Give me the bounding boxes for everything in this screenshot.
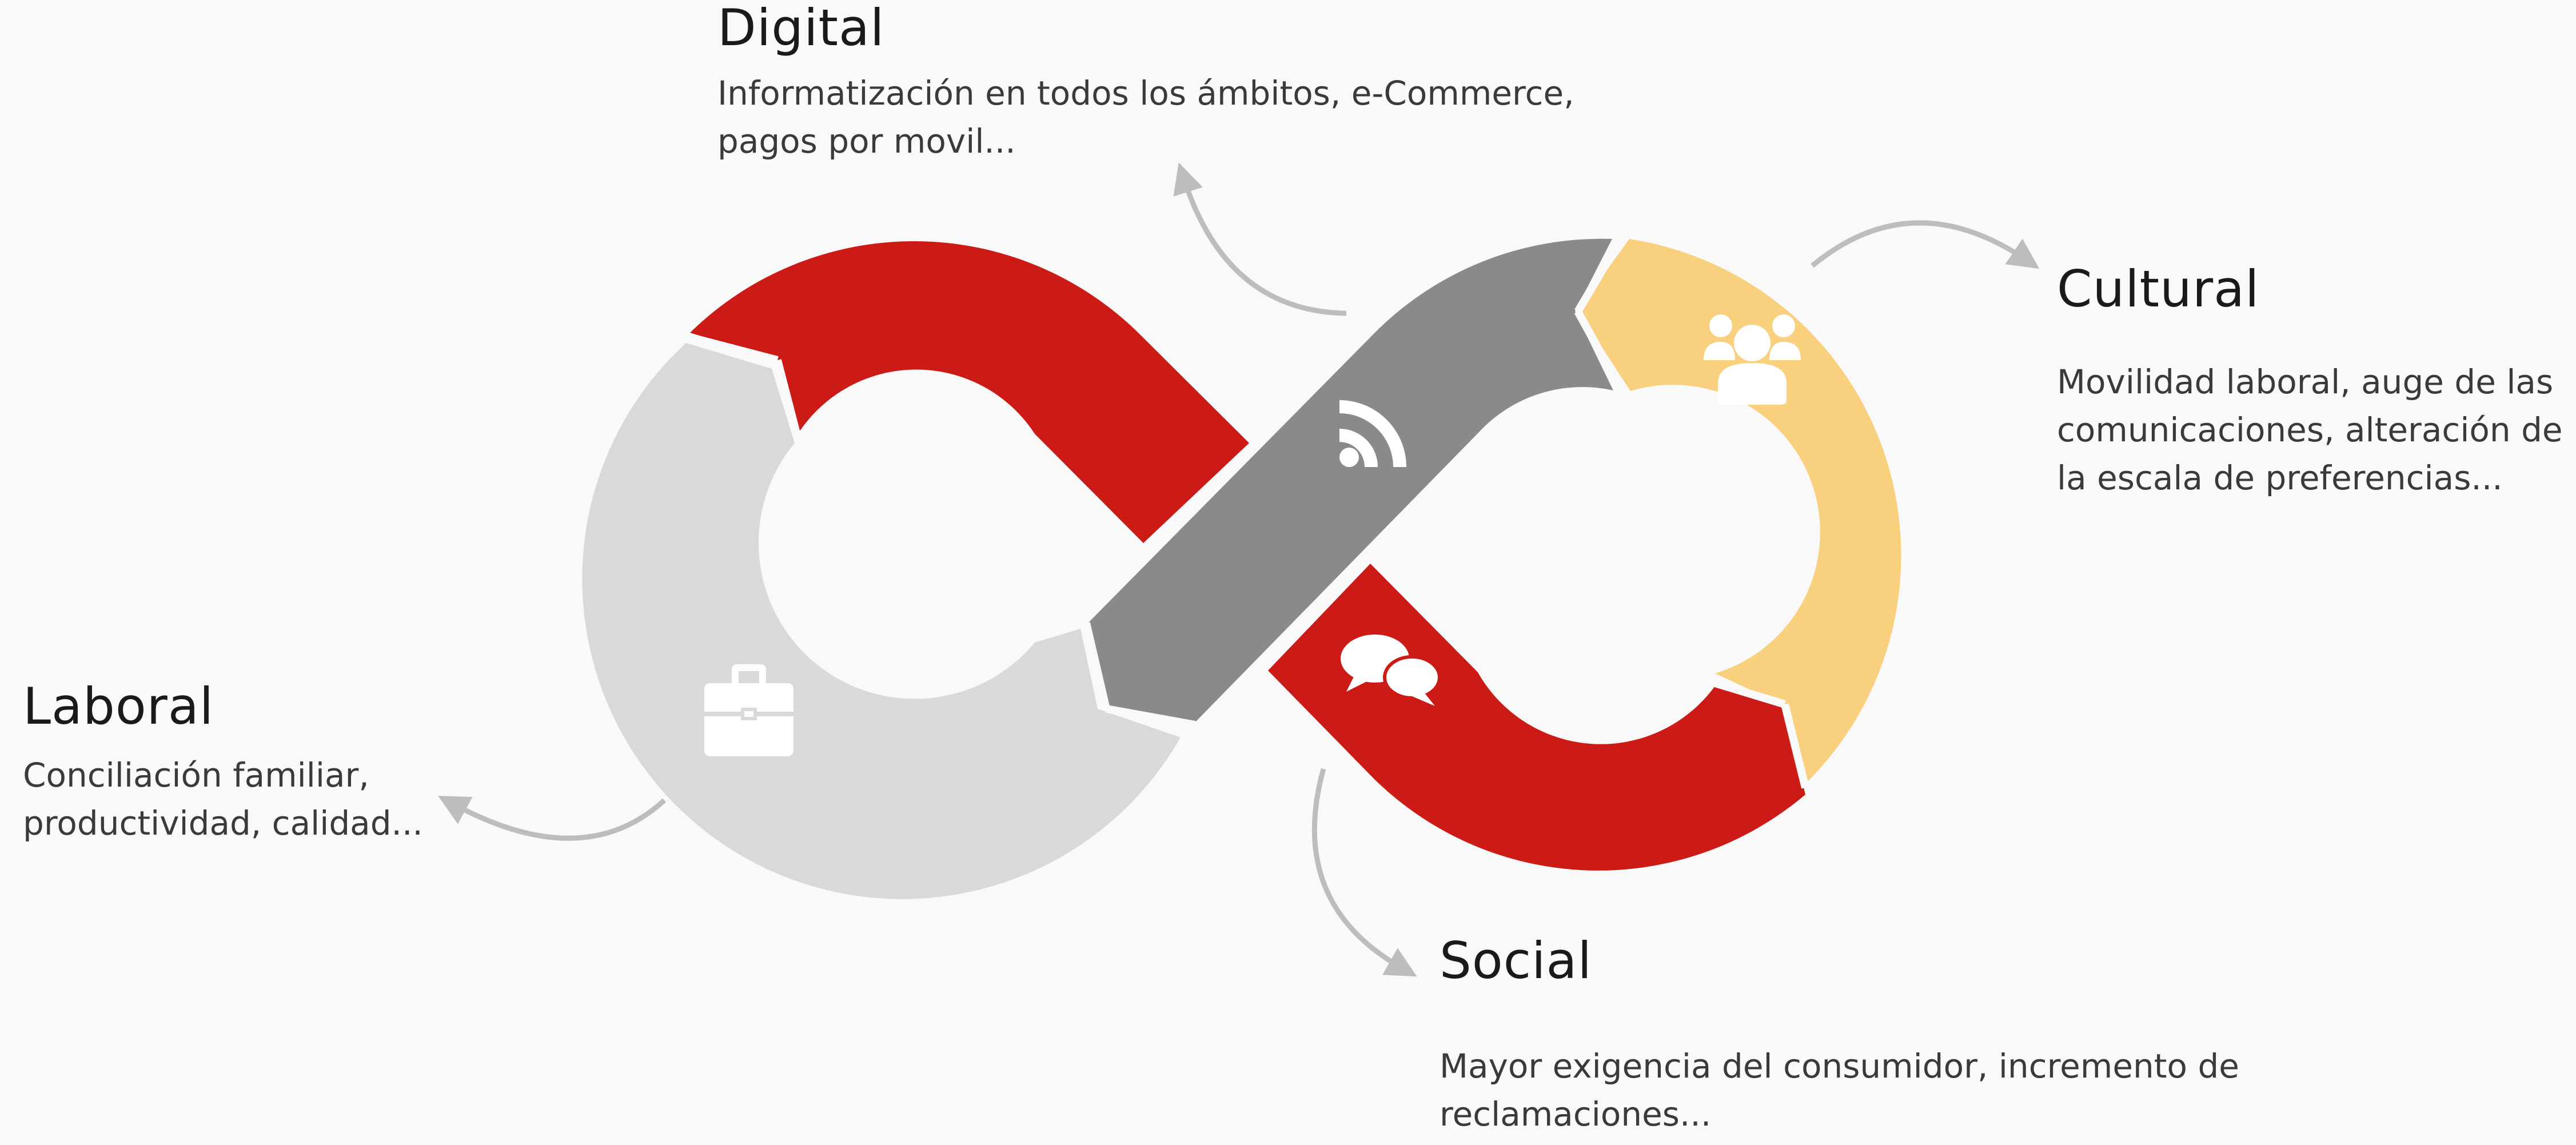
segment-social [1268, 564, 1805, 871]
social-title: Social [1439, 931, 1592, 990]
segment-laboral [582, 343, 1181, 899]
social-block: Social Mayor exigencia del consumidor, i… [1439, 932, 2239, 1138]
laboral-desc: Conciliación familiar, productividad, ca… [23, 756, 423, 843]
cultural-title: Cultural [2057, 260, 2260, 318]
cultural-desc: Movilidad laboral, auge de las comunicac… [2057, 362, 2563, 498]
arrow-social [1311, 768, 1417, 977]
segment-top-left [690, 241, 1249, 544]
group-icon [1704, 314, 1801, 405]
digital-title: Digital [717, 0, 885, 57]
digital-block: Digital Informatización en todos los ámb… [717, 0, 1574, 165]
social-desc: Mayor exigencia del consumidor, incremen… [1439, 1047, 2239, 1134]
segment-digital [1088, 238, 1613, 721]
segment-cultural [1578, 239, 1901, 784]
cultural-block: Cultural Movilidad laboral, auge de las … [2057, 260, 2563, 502]
digital-desc: Informatización en todos los ámbitos, e-… [717, 74, 1574, 161]
arrow-digital [1173, 162, 1347, 316]
arrow-cultural [1811, 220, 2040, 269]
laboral-title: Laboral [23, 677, 214, 736]
chat-bubbles-icon [1341, 635, 1441, 706]
rss-icon [1339, 400, 1406, 467]
arrow-laboral [438, 796, 667, 841]
briefcase-icon [703, 664, 795, 756]
laboral-block: Laboral Conciliación familiar, productiv… [23, 677, 423, 847]
